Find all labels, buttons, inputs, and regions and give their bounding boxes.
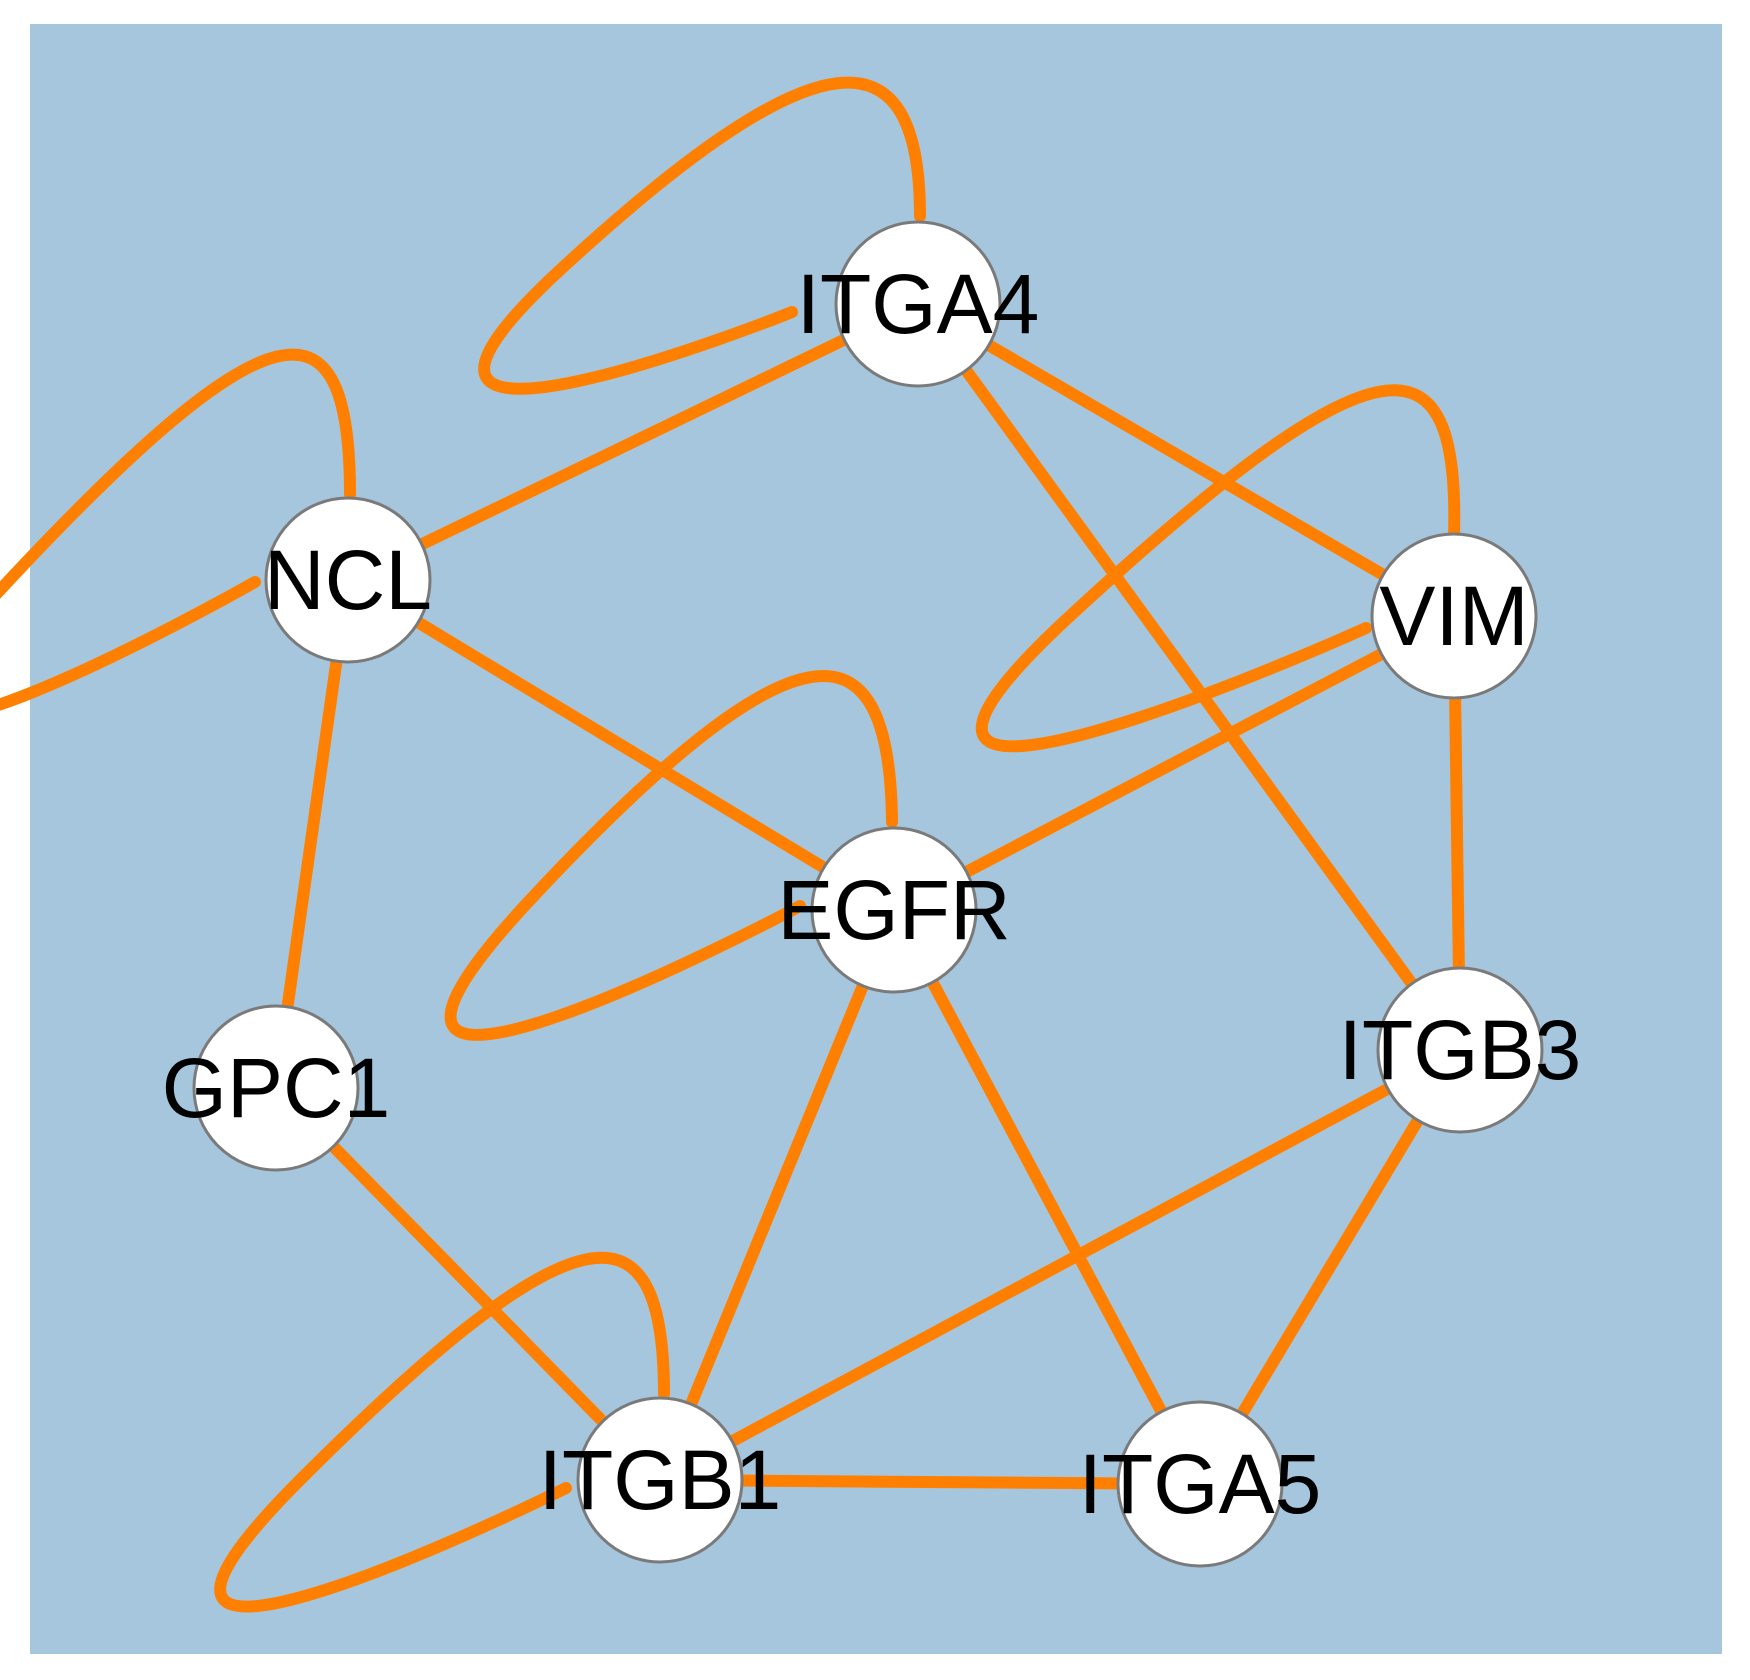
node-egfr[interactable]: EGFR: [777, 826, 1011, 994]
self-loops-layer: [0, 76, 1461, 1613]
self-loop-itga4: [478, 76, 926, 395]
node-circle: [834, 220, 1002, 388]
node-label: ITGB1: [539, 1433, 782, 1527]
self-loop-vim: [975, 384, 1461, 753]
edge-egfr-itga5: [888, 904, 1206, 1490]
edge-gpc1-itgb1: [270, 1082, 666, 1486]
edge-ncl-egfr: [342, 574, 900, 916]
edge-itga4-itgb3: [912, 298, 1466, 1056]
node-label: VIM: [1379, 569, 1528, 663]
self-loop-egfr: [444, 670, 898, 1041]
edge-itga4-vim: [912, 298, 1460, 622]
node-circle: [1370, 532, 1538, 700]
node-label: ITGA4: [797, 257, 1040, 351]
edge-itga4-ncl: [342, 298, 924, 586]
node-circle: [810, 826, 978, 994]
node-label: NCL: [264, 533, 432, 627]
edge-vim-egfr: [888, 610, 1460, 916]
node-circle: [576, 1396, 744, 1564]
node-circle: [1376, 966, 1544, 1134]
node-itga5[interactable]: ITGA5: [1079, 1400, 1322, 1568]
edge-ncl-gpc1: [270, 574, 354, 1094]
edge-itgb3-itga5: [1194, 1044, 1466, 1490]
edge-itgb3-itgb1: [654, 1044, 1466, 1486]
node-label: EGFR: [777, 863, 1010, 957]
node-circle: [192, 1004, 360, 1172]
node-itgb3[interactable]: ITGB3: [1339, 966, 1582, 1134]
node-itgb1[interactable]: ITGB1: [539, 1396, 782, 1564]
node-label: GPC1: [162, 1041, 391, 1135]
self-loop-ncl: [0, 348, 356, 711]
node-label: ITGA5: [1079, 1437, 1322, 1531]
node-label: ITGB3: [1339, 1003, 1582, 1097]
node-itga4[interactable]: ITGA4: [797, 220, 1040, 388]
node-gpc1[interactable]: GPC1: [162, 1004, 391, 1172]
node-circle: [1116, 1400, 1284, 1568]
self-loop-itgb1: [214, 1251, 670, 1613]
edge-egfr-itgb1: [654, 904, 900, 1486]
node-vim[interactable]: VIM: [1370, 532, 1538, 700]
node-ncl[interactable]: NCL: [264, 496, 432, 664]
node-circle: [264, 496, 432, 664]
edge-itgb1-itga5: [654, 1474, 1206, 1490]
